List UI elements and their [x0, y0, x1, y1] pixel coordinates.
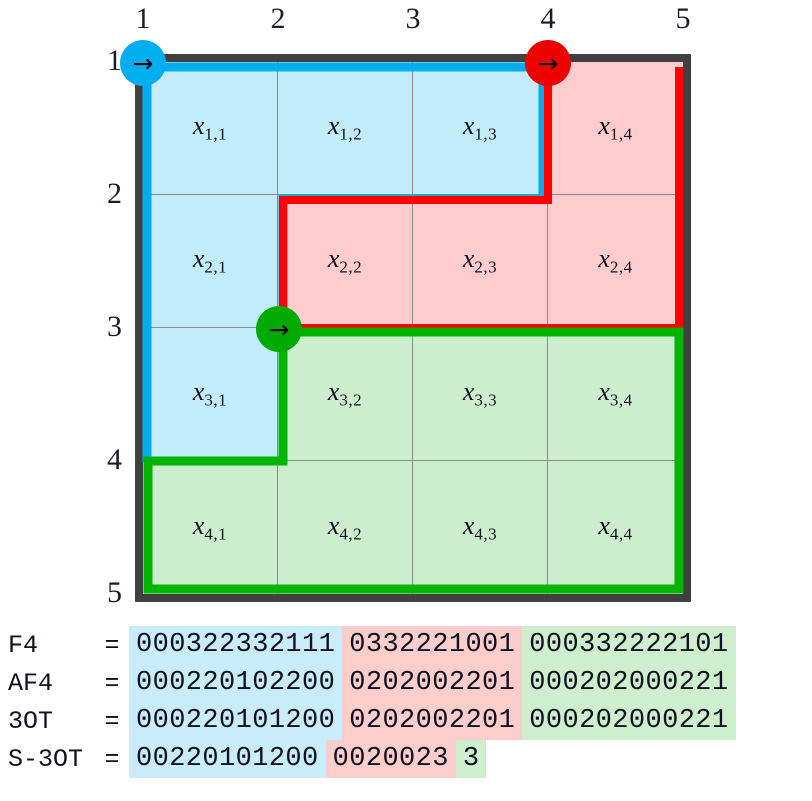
cell-label: x3,1 — [192, 377, 228, 410]
sequence-table: F4 = 000322332111 0332221001 00033222210… — [0, 626, 812, 778]
sequence-segment-blue: 000220101200 — [129, 702, 343, 740]
sequence-segment-green: 000202000221 — [522, 702, 736, 740]
cell-label: x4,2 — [327, 510, 363, 544]
sequence-segment-green: 000332222101 — [522, 626, 736, 664]
arrow-right-icon: → — [268, 314, 290, 344]
row-label-3: 3 — [107, 310, 122, 343]
grid-cell-2-3[interactable]: x2,3 — [413, 195, 548, 328]
row-label-1: 1 — [107, 44, 122, 77]
row-label-2: 2 — [107, 177, 122, 210]
cell-label: x4,3 — [462, 510, 498, 544]
agent-marker-red[interactable]: → — [525, 40, 571, 86]
column-label-5: 5 — [675, 2, 691, 35]
sequence-segment-red: 0202002201 — [342, 664, 523, 702]
grid-cell-4-4[interactable]: x4,4 — [548, 461, 683, 594]
cell-label: x4,4 — [598, 510, 633, 544]
sequence-segment-blue: 000220102200 — [129, 664, 343, 702]
cell-label: x2,1 — [192, 244, 228, 277]
arrow-right-icon: → — [537, 48, 559, 78]
agent-marker-blue[interactable]: → — [120, 40, 166, 86]
sequence-segment-green: 000202000221 — [522, 664, 736, 702]
sequence-name: 3OT — [8, 706, 54, 736]
sequence-row-f4: F4 = 000322332111 0332221001 00033222210… — [0, 626, 812, 664]
cell-label: x2,4 — [598, 244, 633, 277]
sequence-row-af4: AF4 = 000220102200 0202002201 0002020002… — [0, 664, 812, 702]
grid-cell-1-1[interactable]: x1,1 — [143, 62, 278, 195]
column-label-3: 3 — [405, 2, 421, 35]
cell-label: x2,3 — [462, 244, 498, 277]
cell-label: x1,2 — [327, 111, 363, 144]
grid-cell-2-4[interactable]: x2,4 — [548, 195, 683, 328]
grid-cell-4-3[interactable]: x4,3 — [413, 461, 548, 594]
sequence-name: AF4 — [8, 668, 54, 698]
grid-figure: 1 2 3 4 5 1 2 3 4 5 x1,1 x1,2 x1,3 x1,4 … — [107, 2, 691, 609]
grid-cell-3-1[interactable]: x3,1 — [143, 328, 278, 461]
sequence-name: S-3OT — [8, 744, 84, 774]
column-label-1: 1 — [135, 2, 151, 35]
sequence-segment-blue: 000322332111 — [129, 626, 343, 664]
column-label-4: 4 — [540, 2, 556, 35]
equals-sign: = — [104, 706, 120, 736]
sequence-segment-red: 0332221001 — [342, 626, 523, 664]
cell-label: x4,1 — [192, 510, 228, 544]
sequence-row-3ot: 3OT = 000220101200 0202002201 0002020002… — [0, 702, 812, 740]
grid-cell-4-1[interactable]: x4,1 — [143, 461, 278, 594]
cell-label: x1,1 — [192, 111, 228, 144]
grid-cell-2-2[interactable]: x2,2 — [278, 195, 413, 328]
cell-label: x3,4 — [598, 377, 633, 410]
sequence-name: F4 — [8, 630, 39, 660]
arrow-right-icon: → — [132, 48, 154, 78]
sequence-segment-blue: 00220101200 — [129, 740, 326, 778]
sequence-row-s3ot: S-3OT = 00220101200 0020023 3 — [0, 740, 812, 778]
cell-label: x1,3 — [462, 111, 498, 144]
cell-label: x3,2 — [327, 377, 363, 410]
sequence-segment-red: 0202002201 — [342, 702, 523, 740]
row-label-4: 4 — [107, 443, 122, 476]
sequence-segment-red: 0020023 — [325, 740, 456, 778]
grid-cell-2-1[interactable]: x2,1 — [143, 195, 278, 328]
grid-cell-4-2[interactable]: x4,2 — [278, 461, 413, 594]
grid-cell-1-2[interactable]: x1,2 — [278, 62, 413, 195]
grid-cell-3-4[interactable]: x3,4 — [548, 328, 683, 461]
row-label-5: 5 — [107, 576, 122, 609]
equals-sign: = — [104, 630, 120, 660]
equals-sign: = — [104, 668, 120, 698]
grid-cell-1-3[interactable]: x1,3 — [413, 62, 548, 195]
column-label-2: 2 — [270, 2, 286, 35]
grid-cell-3-3[interactable]: x3,3 — [413, 328, 548, 461]
grid-cells: x1,1 x1,2 x1,3 x1,4 x2,1 x2,2 x2,3 x2,4 … — [143, 62, 683, 594]
grid-cell-3-2[interactable]: x3,2 — [278, 328, 413, 461]
cell-label: x2,2 — [327, 244, 363, 277]
agent-marker-green[interactable]: → — [256, 306, 302, 352]
grid-cell-1-4[interactable]: x1,4 — [548, 62, 683, 195]
sequence-segment-green: 3 — [455, 740, 487, 778]
cell-label: x3,3 — [462, 377, 498, 410]
equals-sign: = — [104, 744, 120, 774]
cell-label: x1,4 — [598, 111, 633, 144]
